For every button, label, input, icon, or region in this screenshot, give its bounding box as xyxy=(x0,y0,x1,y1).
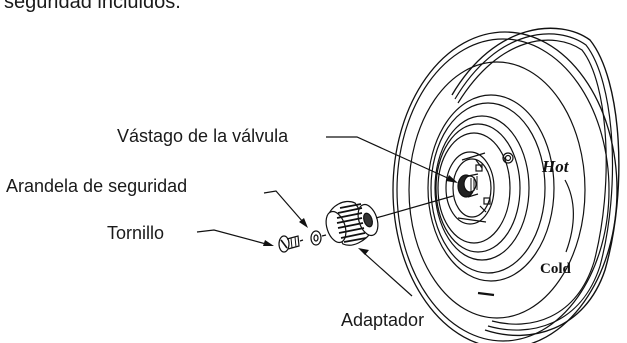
lock-washer xyxy=(310,230,322,246)
intro-text: seguridad incluidos. xyxy=(4,0,181,13)
label-valve-stem: Vástago de la válvula xyxy=(117,126,289,146)
leader-lock-washer xyxy=(263,190,304,223)
label-screw: Tornillo xyxy=(107,223,165,243)
valve-cartridge xyxy=(445,151,514,225)
screw xyxy=(278,235,300,253)
leader-adapter xyxy=(363,252,413,297)
center-axis-line xyxy=(299,195,454,242)
leader-screw xyxy=(196,229,267,245)
cold-marking: Cold xyxy=(540,261,571,277)
adapter xyxy=(325,200,379,246)
arrowheads xyxy=(263,175,458,255)
label-adapter: Adaptador xyxy=(341,310,425,330)
escutcheon-plate xyxy=(392,27,620,343)
valve-stem xyxy=(457,173,479,198)
label-lock-washer: Arandela de seguridad xyxy=(6,176,188,196)
leader-valve-stem xyxy=(326,136,453,181)
hot-marking: Hot xyxy=(542,157,569,176)
